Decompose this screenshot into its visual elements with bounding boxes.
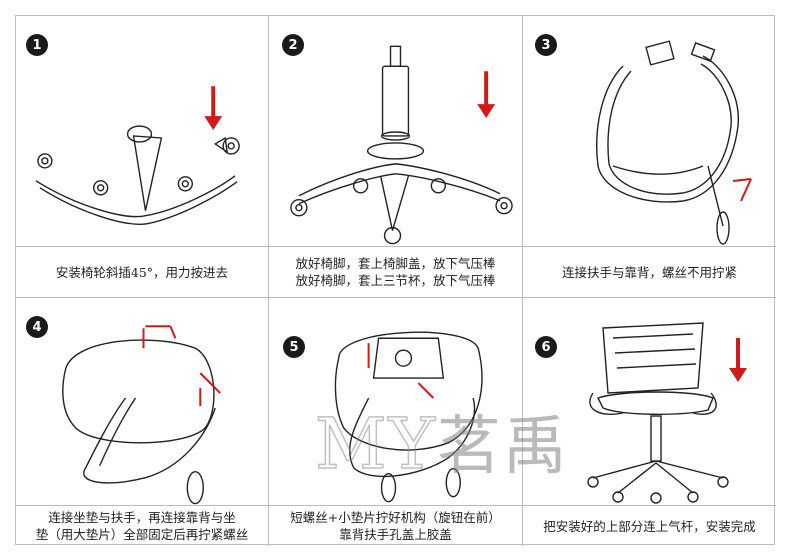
caption-line: 垫（用大垫片）全部固定后再拧紧螺丝 (35, 527, 249, 542)
step-panel-4: 4 连接坐垫与扶手，再连接靠背与坐 垫（用大垫片）全部固定后再拧紧螺丝 (16, 298, 269, 546)
screw-icon (732, 178, 752, 202)
step-number-badge: 3 (535, 34, 557, 56)
gas-lift-and-base-drawing (290, 45, 513, 245)
step-5-illustration (269, 298, 522, 506)
instruction-grid: 1 安装椅轮斜插45°，用力按进去 (15, 15, 776, 546)
step-number-badge: 1 (26, 34, 48, 56)
caption-line: 把安装好的上部分连上气杆，安装完成 (543, 518, 756, 534)
caption-line: 安装椅轮斜插45°，用力按进去 (55, 264, 229, 280)
caption-line: 连接坐垫与扶手，再连接靠背与坐 (48, 510, 236, 525)
step-3-caption: 连接扶手与靠背，螺丝不用拧紧 (523, 246, 776, 297)
step-2-caption: 放好椅脚，套上椅脚盖，放下气压棒 放好椅脚，套上三节杯，放下气压棒 (269, 246, 522, 297)
step-number-badge: 2 (282, 34, 304, 56)
step-6-illustration (523, 298, 776, 506)
caption-line: 连接扶手与靠背，螺丝不用拧紧 (561, 264, 737, 280)
step-4-illustration (16, 298, 268, 506)
mechanism-underside-drawing (334, 331, 483, 503)
seat-armrest-drawing (62, 325, 221, 505)
down-arrow-icon (204, 86, 223, 131)
step-1-illustration (16, 16, 268, 248)
chair-base-caster-drawing (35, 86, 240, 225)
down-arrow-icon (477, 71, 496, 119)
step-panel-1: 1 安装椅轮斜插45°，用力按进去 (16, 16, 269, 298)
step-number-badge: 5 (283, 336, 305, 358)
caption-line: 放好椅脚，套上三节杯，放下气压棒 (295, 273, 496, 288)
assembled-chair-drawing (587, 322, 747, 504)
step-3-illustration (523, 16, 776, 248)
screw-icon (142, 325, 221, 406)
step-2-illustration (269, 16, 522, 248)
step-5-caption: 短螺丝+小垫片拧好机构（旋钮在前） 靠背扶手孔盖上胶盖 (269, 505, 522, 546)
step-panel-5: 5 短螺丝+小垫片拧好机构（旋钮在前） 靠背扶手孔盖上胶盖 (269, 298, 523, 546)
caption-line: 短螺丝+小垫片拧好机构（旋钮在前） (290, 510, 501, 525)
step-number-badge: 4 (26, 316, 48, 338)
armrest-backrest-drawing (596, 40, 752, 245)
step-panel-3: 3 连接扶手与靠背，螺丝不用拧紧 (523, 16, 776, 298)
step-panel-2: 2 放好椅脚，套上椅脚盖，放下气压棒 放好椅脚，套上三节杯，放下气压棒 (269, 16, 523, 298)
step-6-caption: 把安装好的上部分连上气杆，安装完成 (523, 505, 776, 546)
step-number-badge: 6 (535, 336, 557, 358)
step-4-caption: 连接坐垫与扶手，再连接靠背与坐 垫（用大垫片）全部固定后再拧紧螺丝 (16, 505, 268, 546)
step-1-caption: 安装椅轮斜插45°，用力按进去 (16, 246, 268, 297)
caption-line: 靠背扶手孔盖上胶盖 (339, 527, 452, 542)
step-panel-6: 6 把安装好的上部分连上气杆，安装完成 (523, 298, 776, 546)
caption-line: 放好椅脚，套上椅脚盖，放下气压棒 (295, 256, 496, 271)
screw-icon (367, 343, 435, 399)
down-arrow-icon (729, 338, 747, 382)
